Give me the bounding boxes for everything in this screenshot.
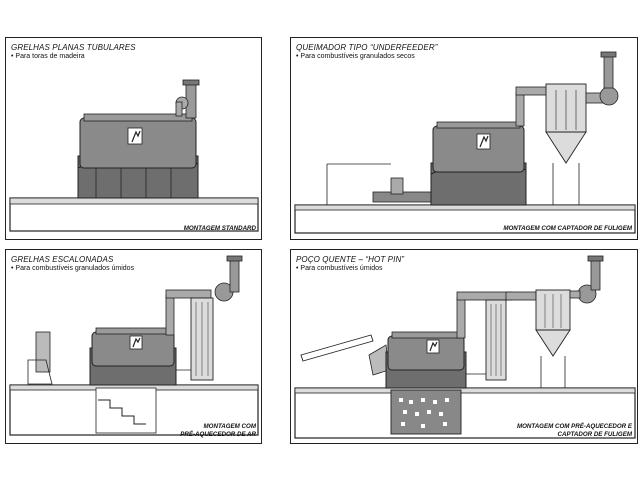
caption-line: MONTAGEM STANDARD	[183, 225, 256, 232]
chimney-cap	[226, 255, 243, 262]
hot-pin-pattern	[399, 398, 449, 428]
panel-caption: MONTAGEM COM PRÉ-AQUECEDOR E CAPTADOR DE…	[517, 423, 632, 439]
feed-hopper	[390, 177, 404, 195]
exhaust-duct	[165, 294, 175, 336]
boiler-logo	[132, 337, 141, 348]
stepped-grate-pit	[95, 387, 157, 434]
panel-caption: MONTAGEM COM PRÉ-AQUECEDOR DE AR	[180, 423, 256, 439]
boiler-top	[436, 121, 521, 129]
chimney-cap	[587, 255, 604, 262]
panel-caption: MONTAGEM COM CAPTADOR DE FULIGEM	[503, 225, 632, 233]
air-return-duct	[175, 369, 191, 385]
floor-foundation	[294, 387, 636, 439]
exhaust-duct	[456, 297, 466, 339]
boiler-diagram-standard	[9, 79, 259, 232]
collector-hopper	[545, 131, 587, 164]
panel-title: GRELHAS PLANAS TUBULARES	[11, 43, 136, 52]
boiler-top	[391, 331, 461, 339]
hot-well-pit	[390, 389, 462, 435]
floor-top	[9, 197, 259, 205]
caption-line: MONTAGEM COM CAPTADOR DE FULIGEM	[503, 225, 632, 232]
panel-flat-tubular-grates: GRELHAS PLANAS TUBULARES Para toras de m…	[5, 37, 262, 240]
chimney	[603, 55, 614, 89]
boiler-logo	[131, 130, 141, 143]
panel-caption: MONTAGEM STANDARD	[184, 225, 256, 233]
chimney	[590, 259, 601, 291]
floor-top	[294, 387, 636, 394]
chimney-cap	[182, 79, 200, 86]
air-return-duct	[465, 373, 486, 388]
panel-hot-pin-well: POÇO QUENTE – “HOT PIN” Para combustívei…	[290, 249, 638, 444]
panel-subtitle: Para combustíveis granulados úmidos	[11, 265, 134, 272]
exhaust-duct	[569, 290, 581, 299]
caption-line: CAPTADOR DE FULIGEM	[557, 431, 632, 438]
caption-line: PRÉ-AQUECEDOR DE AR	[180, 431, 256, 438]
exhaust-fan	[599, 86, 619, 106]
panel-subtitle: Para combustíveis granulados secos	[296, 53, 414, 60]
boiler-logo	[429, 341, 438, 352]
duct	[175, 101, 183, 117]
panel-title: QUEIMADOR TIPO “UNDERFEEDER”	[296, 43, 438, 52]
boiler-diagram-preheater-soot-collector	[294, 255, 636, 439]
exhaust-duct	[456, 291, 513, 301]
boiler-body	[387, 335, 465, 371]
caption-line: MONTAGEM COM PRÉ-AQUECEDOR E	[516, 423, 632, 430]
floor-top	[294, 204, 636, 211]
boiler-top	[95, 327, 171, 335]
chimney	[229, 259, 240, 293]
panel-title: POÇO QUENTE – “HOT PIN”	[296, 255, 405, 264]
chimney-cap	[600, 51, 617, 58]
panel-subtitle: Para combustíveis úmidos	[296, 265, 382, 272]
boiler-logo	[479, 135, 489, 148]
panel-stepped-grates: GRELHAS ESCALONADAS Para combustíveis gr…	[5, 249, 262, 444]
boiler-diagram-soot-collector	[294, 51, 636, 234]
exhaust-duct	[165, 289, 212, 299]
exhaust-duct	[505, 291, 537, 301]
stepped-grate	[98, 399, 146, 425]
boiler-diagram-air-preheater	[9, 255, 259, 436]
feeder-frame	[27, 359, 53, 385]
fuel-conveyor	[300, 334, 374, 362]
panel-underfeeder-burner: QUEIMADOR TIPO “UNDERFEEDER” Para combus…	[290, 37, 638, 240]
panel-subtitle: Para toras de madeira	[11, 53, 84, 60]
caption-line: MONTAGEM COM	[203, 423, 256, 430]
collector-hopper	[535, 329, 571, 357]
exhaust-duct	[515, 92, 525, 127]
panel-title: GRELHAS ESCALONADAS	[11, 255, 114, 264]
